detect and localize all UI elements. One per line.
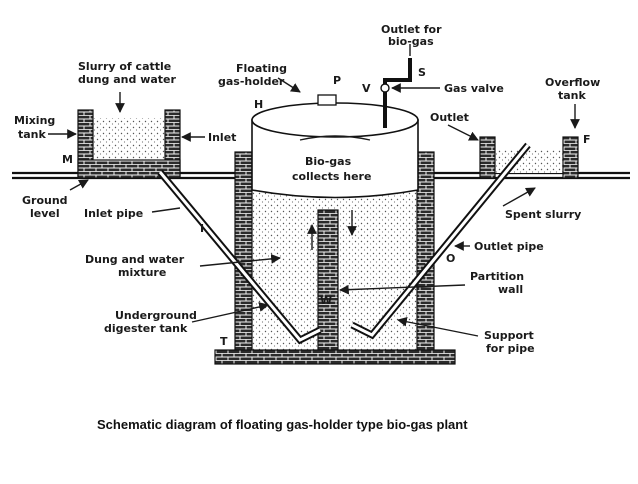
label-inlet: Inlet xyxy=(208,131,236,144)
label-spent-slurry: Spent slurry xyxy=(505,208,581,221)
label-f: F xyxy=(583,133,591,146)
floating-gas-holder xyxy=(251,94,419,199)
label-i: I xyxy=(200,222,204,235)
label-ground-2: level xyxy=(30,207,60,220)
label-w: W xyxy=(320,294,332,307)
label-mixing-2: tank xyxy=(18,128,47,141)
label-outlet-pipe: Outlet pipe xyxy=(474,240,544,253)
label-overflow-2: tank xyxy=(558,89,587,102)
label-floating-1: Floating xyxy=(236,62,287,75)
label-inlet-pipe: Inlet pipe xyxy=(84,207,143,220)
label-h: H xyxy=(254,98,263,111)
label-dung-2: mixture xyxy=(118,266,166,279)
overflow-tank xyxy=(479,136,579,179)
label-partition-2: wall xyxy=(498,283,523,296)
label-dung-1: Dung and water xyxy=(85,253,185,266)
label-slurry-2: dung and water xyxy=(78,73,177,86)
label-v: V xyxy=(362,82,371,95)
label-m: M xyxy=(62,153,73,166)
label-underground-2: digester tank xyxy=(104,322,188,335)
label-partition-1: Partition xyxy=(470,270,524,283)
label-s: S xyxy=(418,66,426,79)
gas-valve-icon xyxy=(380,83,390,93)
partition-wall-brick xyxy=(317,209,339,351)
label-mixing-1: Mixing xyxy=(14,114,55,127)
digester-base xyxy=(214,349,456,365)
label-slurry-1: Slurry of cattle xyxy=(78,60,171,73)
label-t: T xyxy=(220,335,228,348)
label-outlet: Outlet xyxy=(430,111,469,124)
mixing-tank xyxy=(77,109,181,179)
label-overflow-1: Overflow xyxy=(545,76,600,89)
label-biogas-1: Bio-gas xyxy=(305,155,352,168)
gas-holder-handle xyxy=(317,94,337,106)
label-support-2: for pipe xyxy=(486,342,535,355)
leader-lines xyxy=(48,44,580,337)
label-biogas-2: collects here xyxy=(292,170,371,183)
label-gas-valve: Gas valve xyxy=(444,82,504,95)
diagram-caption: Schematic diagram of floating gas-holder… xyxy=(97,417,468,432)
label-p: P xyxy=(333,74,341,87)
label-outlet-for-biogas-1: Outlet for xyxy=(381,23,442,36)
digester-tank xyxy=(214,151,456,365)
label-underground-1: Underground xyxy=(115,309,197,322)
label-o: O xyxy=(446,252,455,265)
label-outlet-for-biogas-2: bio-gas xyxy=(388,35,434,48)
label-ground-1: Ground xyxy=(22,194,68,207)
gas-outlet-pipe xyxy=(380,58,412,128)
label-floating-2: gas-holder xyxy=(218,75,285,88)
label-support-1: Support xyxy=(484,329,534,342)
